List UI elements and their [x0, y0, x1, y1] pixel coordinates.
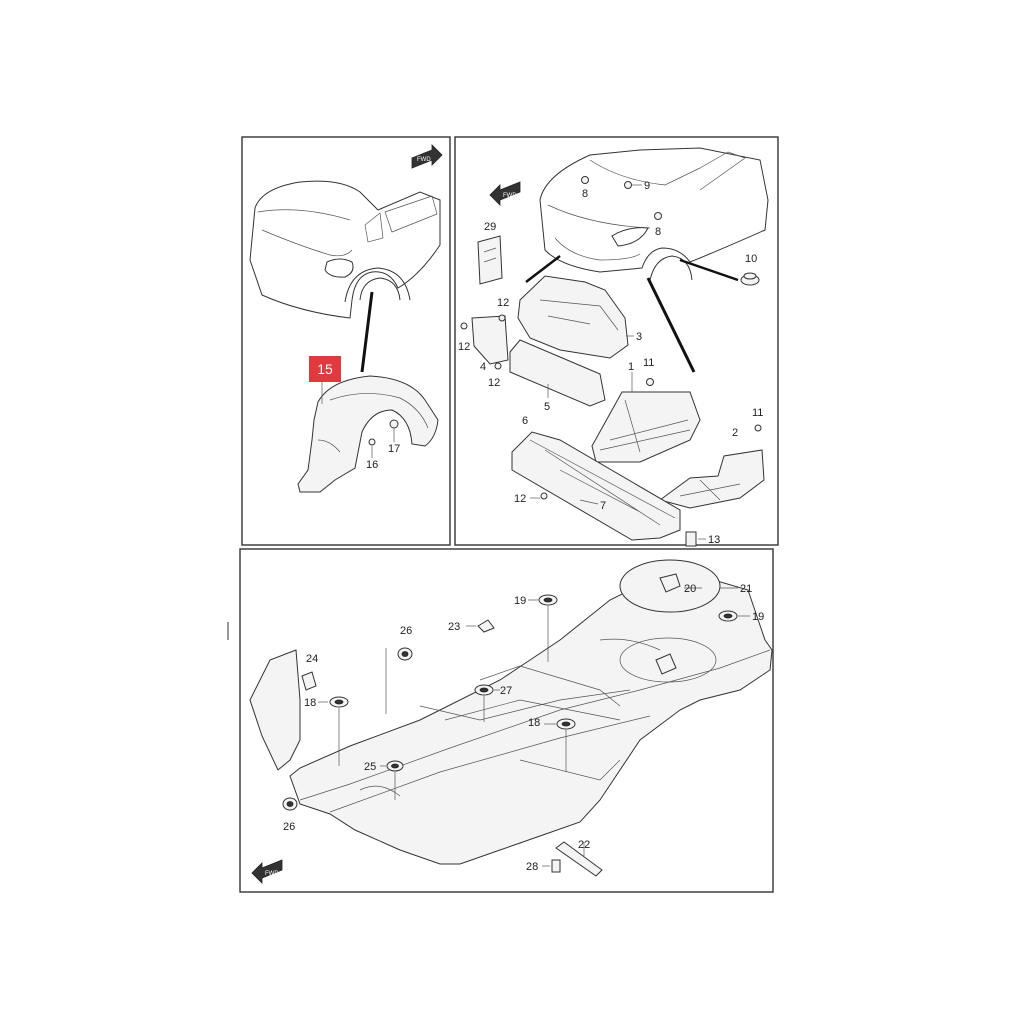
clip-12a	[460, 322, 468, 330]
screw-28	[551, 859, 561, 873]
label-13: 13	[708, 534, 720, 546]
label-11a: 11	[643, 357, 654, 369]
label-4: 4	[480, 361, 486, 373]
label-8a: 8	[582, 188, 588, 200]
label-18a: 18	[304, 697, 316, 709]
wheel-well	[619, 637, 717, 683]
bracket-20b	[655, 653, 677, 675]
grommet-18b	[556, 718, 576, 772]
label-22: 22	[578, 839, 590, 851]
fender-liner	[297, 375, 439, 493]
leader-7	[579, 499, 599, 505]
grommet-26b	[282, 797, 298, 811]
label-18b: 18	[528, 717, 540, 729]
bracket-29-detail	[483, 247, 497, 263]
undercover-1-detail	[599, 399, 691, 453]
label-19a: 19	[514, 595, 526, 607]
label-12c: 12	[488, 377, 500, 389]
clip-8b	[654, 212, 662, 220]
highlight-badge	[309, 356, 341, 382]
label-21: 21	[740, 583, 752, 595]
label-12a: 12	[458, 341, 470, 353]
strip-22	[555, 841, 603, 877]
clip-24	[301, 671, 317, 691]
label-6: 6	[522, 415, 528, 427]
front-car-outline	[539, 147, 769, 281]
clip-9	[624, 181, 632, 189]
leader-line	[360, 291, 374, 373]
label-24: 24	[306, 653, 318, 665]
label-12b: 12	[497, 297, 509, 309]
label-8b: 8	[655, 226, 661, 238]
rear-wheel-panel	[241, 136, 451, 546]
fwd-arrow-rear: FWD	[411, 144, 443, 169]
clip-12d	[540, 492, 548, 500]
clip-12b	[498, 314, 506, 322]
label-29: 29	[484, 221, 496, 233]
cover-3-detail	[539, 299, 619, 331]
label-9: 9	[644, 180, 650, 192]
grommet-25	[386, 760, 404, 800]
label-11b: 11	[752, 407, 763, 419]
label-27: 27	[500, 685, 512, 697]
label-3: 3	[636, 331, 642, 343]
grommet-26a	[385, 647, 413, 714]
pillar-24	[249, 649, 301, 771]
label-7: 7	[600, 500, 606, 512]
undercover-2	[658, 449, 765, 509]
clip-11b	[754, 424, 762, 432]
grommet-19b	[718, 610, 738, 622]
leader-front-1	[525, 255, 561, 283]
undercover-1	[591, 391, 701, 463]
bracket-20	[659, 573, 681, 593]
fwd-arrow-front: FWD	[489, 181, 521, 206]
label-17: 17	[388, 443, 400, 455]
grommet-23	[477, 619, 495, 633]
bolt-13	[685, 531, 697, 547]
screw-17	[389, 419, 399, 429]
label-25: 25	[364, 761, 376, 773]
fwd-label: FWD	[417, 157, 431, 163]
cover-3	[517, 275, 629, 359]
fwd-label: FWD	[265, 871, 279, 877]
label-23: 23	[448, 621, 460, 633]
cover-6-detail	[529, 439, 676, 526]
label-26b: 26	[283, 821, 295, 833]
cover-6	[511, 431, 681, 541]
label-2: 2	[732, 427, 738, 439]
clip-8a	[581, 176, 589, 184]
fwd-arrow-floor: FWD	[251, 859, 283, 884]
undercover-2-detail	[679, 479, 741, 501]
clip-12c	[494, 362, 502, 370]
grommet-18a	[329, 696, 349, 766]
label-1: 1	[628, 361, 634, 373]
leader-front-3	[679, 258, 739, 282]
label-19b: 19	[752, 611, 764, 623]
floor-pan	[289, 575, 773, 865]
label-12d: 12	[514, 493, 526, 505]
label-10: 10	[745, 253, 757, 265]
clip-11a	[646, 378, 654, 386]
fwd-label: FWD	[503, 193, 517, 199]
label-20: 20	[684, 583, 696, 595]
grommet-10-top	[743, 272, 757, 280]
label-28: 28	[526, 861, 538, 873]
leader-front-2	[646, 277, 696, 373]
label-5: 5	[544, 401, 550, 413]
grommet-19a	[538, 594, 558, 662]
bar-5	[509, 339, 606, 407]
grommet-27	[474, 684, 494, 722]
rear-car-outline	[249, 180, 441, 319]
label-15: 15	[317, 361, 333, 377]
clip-16	[368, 438, 376, 446]
label-16: 16	[366, 459, 378, 471]
label-26a: 26	[400, 625, 412, 637]
